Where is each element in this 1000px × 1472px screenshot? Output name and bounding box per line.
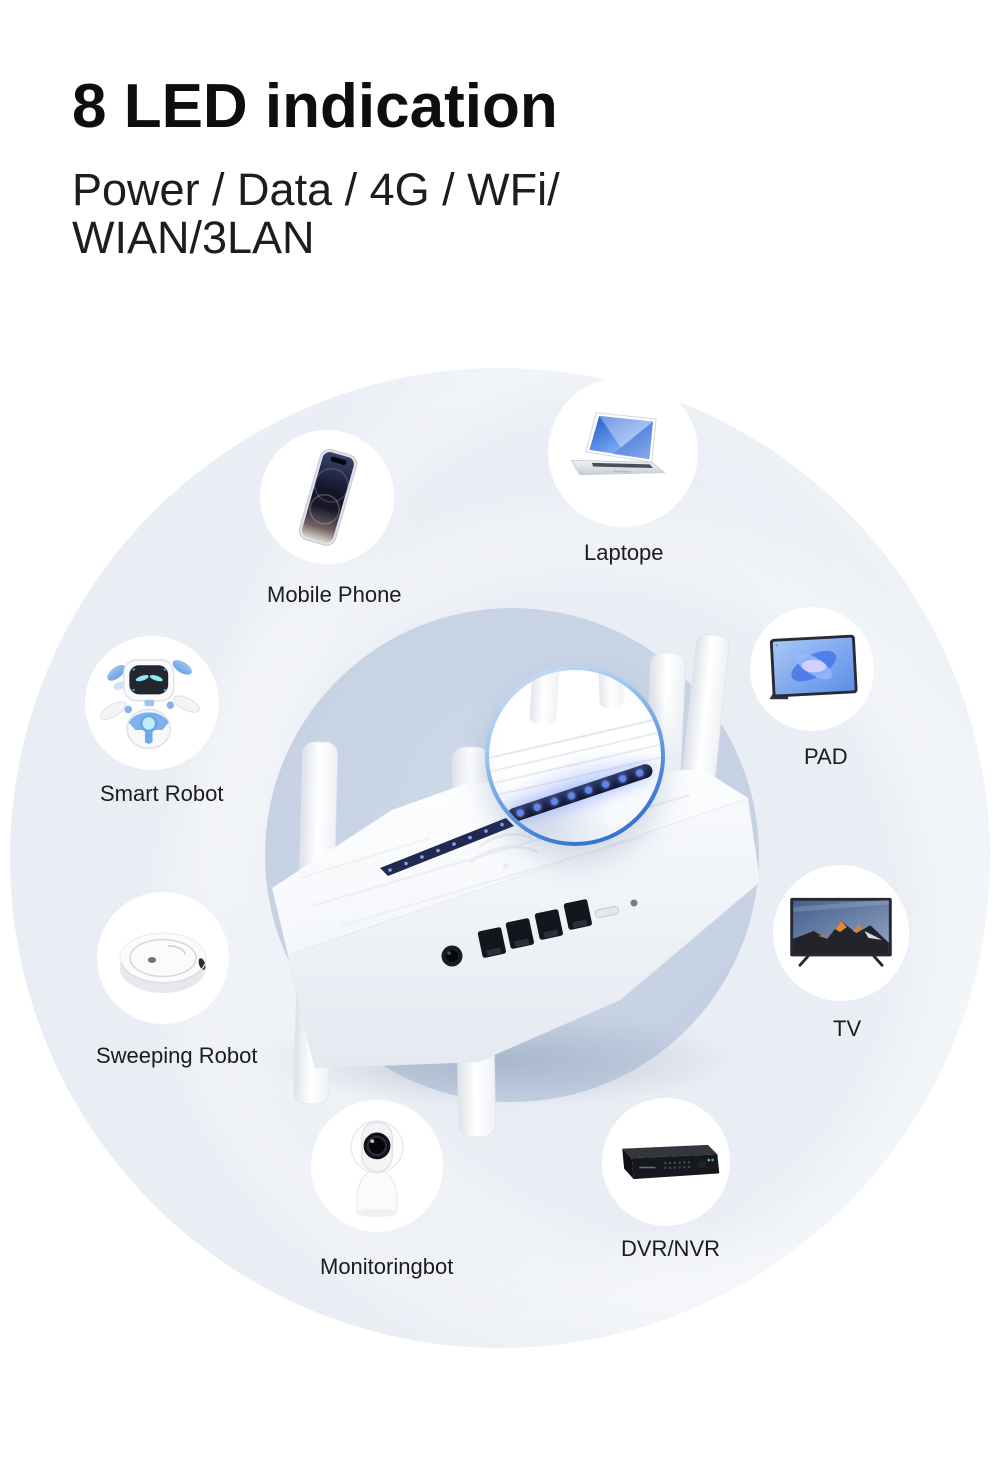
dvr-nvr-image xyxy=(622,1144,720,1180)
device-circle-sweeping-robot xyxy=(97,892,229,1024)
led-dot xyxy=(567,792,576,800)
device-circle-tv xyxy=(773,865,909,1001)
tv-image xyxy=(790,897,892,967)
device-circle-pad xyxy=(750,607,874,731)
led-zoom-callout xyxy=(485,666,665,846)
power-jack xyxy=(441,945,463,967)
device-label-smart-robot: Smart Robot xyxy=(100,781,224,806)
antenna-detail xyxy=(529,670,560,725)
lan-port xyxy=(534,909,563,940)
led-strip-small xyxy=(380,818,514,876)
mobile-phone-image xyxy=(298,448,358,546)
led-dot xyxy=(550,797,559,806)
antenna-detail xyxy=(598,670,624,709)
lan-port xyxy=(477,927,506,958)
device-circle-dvr-nvr xyxy=(602,1098,730,1226)
led-dot xyxy=(533,803,542,812)
led-dot xyxy=(584,786,593,794)
smart-robot-image xyxy=(100,658,200,750)
subtitle-line-1: Power / Data / 4G / WFi/ xyxy=(72,164,560,215)
page-title: 8 LED indication xyxy=(72,72,558,141)
led-dot xyxy=(618,774,627,783)
device-label-mobile-phone: Mobile Phone xyxy=(267,582,402,607)
led-dot xyxy=(516,809,525,817)
sweeping-robot-image xyxy=(119,932,207,993)
subtitle-line-2: WIAN/3LAN xyxy=(72,211,315,263)
device-label-tv: TV xyxy=(833,1016,862,1041)
pad-image xyxy=(769,634,858,700)
device-label-monitoringbot: Monitoringbot xyxy=(320,1254,454,1279)
reset-hole xyxy=(630,899,638,907)
page-subtitle: Power / Data / 4G / WFi/ WIAN/3LAN xyxy=(72,166,560,261)
sim-slot xyxy=(594,905,620,919)
led-dot xyxy=(635,769,644,777)
wifi-emboss xyxy=(469,833,539,869)
wan-port xyxy=(563,899,592,930)
lan-port xyxy=(505,918,534,949)
device-label-laptop: Laptope xyxy=(584,540,664,565)
device-circle-laptop xyxy=(548,377,698,527)
led-dot xyxy=(601,780,610,789)
device-label-pad: PAD xyxy=(804,744,848,769)
led-zoom-view xyxy=(489,670,661,842)
device-circle-monitoringbot xyxy=(311,1100,443,1232)
monitoringbot-image xyxy=(350,1120,404,1218)
device-label-dvr-nvr: DVR/NVR xyxy=(621,1236,721,1261)
laptop-image xyxy=(570,412,666,476)
device-label-sweeping-robot: Sweeping Robot xyxy=(96,1043,258,1068)
device-circle-smart-robot xyxy=(85,636,219,770)
device-circle-mobile-phone xyxy=(260,430,394,564)
